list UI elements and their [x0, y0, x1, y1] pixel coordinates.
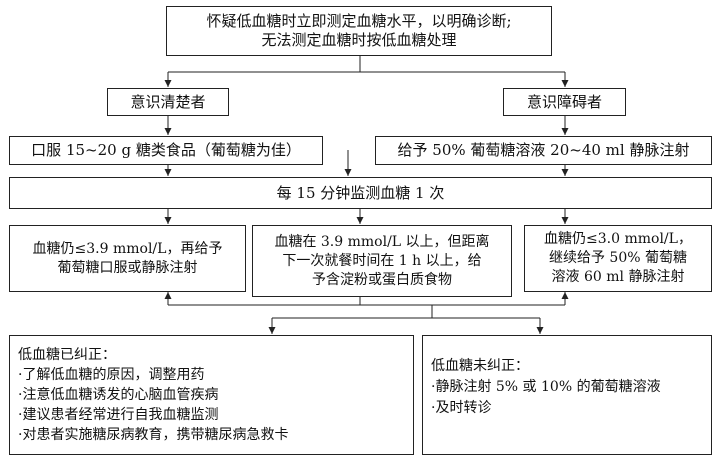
node-left-mid: 血糖仍≤3.9 mmol/L，再给予 葡萄糖口服或静脉注射 — [9, 225, 246, 292]
node-right-mid-line3: 溶液 60 ml 静脉注射 — [551, 269, 685, 285]
list-item: ·注意低血糖诱发的心脑血管疾病 — [18, 387, 219, 403]
node-corrected: 低血糖已纠正： ·了解低血糖的原因，调整用药 ·注意低血糖诱发的心脑血管疾病 ·… — [9, 335, 414, 455]
node-oral-glucose: 口服 15~20 g 糖类食品（葡萄糖为佳） — [9, 136, 323, 165]
list-item: ·了解低血糖的原因，调整用药 — [18, 367, 205, 383]
node-conscious-impaired-label: 意识障碍者 — [526, 92, 602, 111]
node-conscious-impaired: 意识障碍者 — [503, 88, 626, 116]
node-corrected-title: 低血糖已纠正： — [18, 347, 116, 363]
node-center-mid-line3: 予含淀粉或蛋白质食物 — [312, 271, 452, 288]
node-right-mid: 血糖仍≤3.0 mmol/L， 继续给予 50% 葡萄糖 溶液 60 ml 静脉… — [524, 225, 712, 292]
node-not-corrected-title: 低血糖未纠正： — [431, 358, 529, 374]
node-iv-label: 给予 50% 葡萄糖溶液 20~40 ml 静脉注射 — [397, 141, 690, 159]
node-conscious-clear-label: 意识清楚者 — [130, 92, 206, 111]
node-not-corrected: 低血糖未纠正： ·静脉注射 5% 或 10% 的葡萄糖溶液 ·及时转诊 — [422, 335, 712, 455]
node-oral-label: 口服 15~20 g 糖类食品（葡萄糖为佳） — [31, 141, 301, 159]
node-left-mid-line2: 葡萄糖口服或静脉注射 — [57, 259, 198, 276]
list-item: ·静脉注射 5% 或 10% 的葡萄糖溶液 — [431, 379, 661, 395]
list-item: ·对患者实施糖尿病教育，携带糖尿病急救卡 — [18, 427, 289, 443]
node-right-mid-line1: 血糖仍≤3.0 mmol/L， — [544, 231, 692, 247]
node-left-mid-line1: 血糖仍≤3.9 mmol/L，再给予 — [32, 240, 223, 257]
node-top-line1: 怀疑低血糖时立即测定血糖水平，以明确诊断; — [206, 12, 512, 30]
node-center-mid-line1: 血糖在 3.9 mmol/L 以上，但距离 — [274, 233, 490, 250]
node-monitor-label: 每 15 分钟监测血糖 1 次 — [276, 183, 445, 202]
node-iv-glucose: 给予 50% 葡萄糖溶液 20~40 ml 静脉注射 — [375, 136, 712, 165]
node-monitor: 每 15 分钟监测血糖 1 次 — [9, 177, 712, 209]
node-right-mid-line2: 继续给予 50% 葡萄糖 — [548, 250, 688, 266]
node-top-line2: 无法测定血糖时按低血糖处理 — [261, 31, 457, 49]
node-suspect-hypoglycemia: 怀疑低血糖时立即测定血糖水平，以明确诊断; 无法测定血糖时按低血糖处理 — [166, 6, 552, 56]
list-item: ·及时转诊 — [431, 400, 492, 416]
node-center-mid: 血糖在 3.9 mmol/L 以上，但距离 下一次就餐时间在 1 h 以上，给 … — [252, 225, 512, 297]
node-center-mid-line2: 下一次就餐时间在 1 h 以上，给 — [282, 252, 482, 269]
node-conscious-clear: 意识清楚者 — [107, 88, 229, 116]
list-item: ·建议患者经常进行自我血糖监测 — [18, 407, 219, 423]
